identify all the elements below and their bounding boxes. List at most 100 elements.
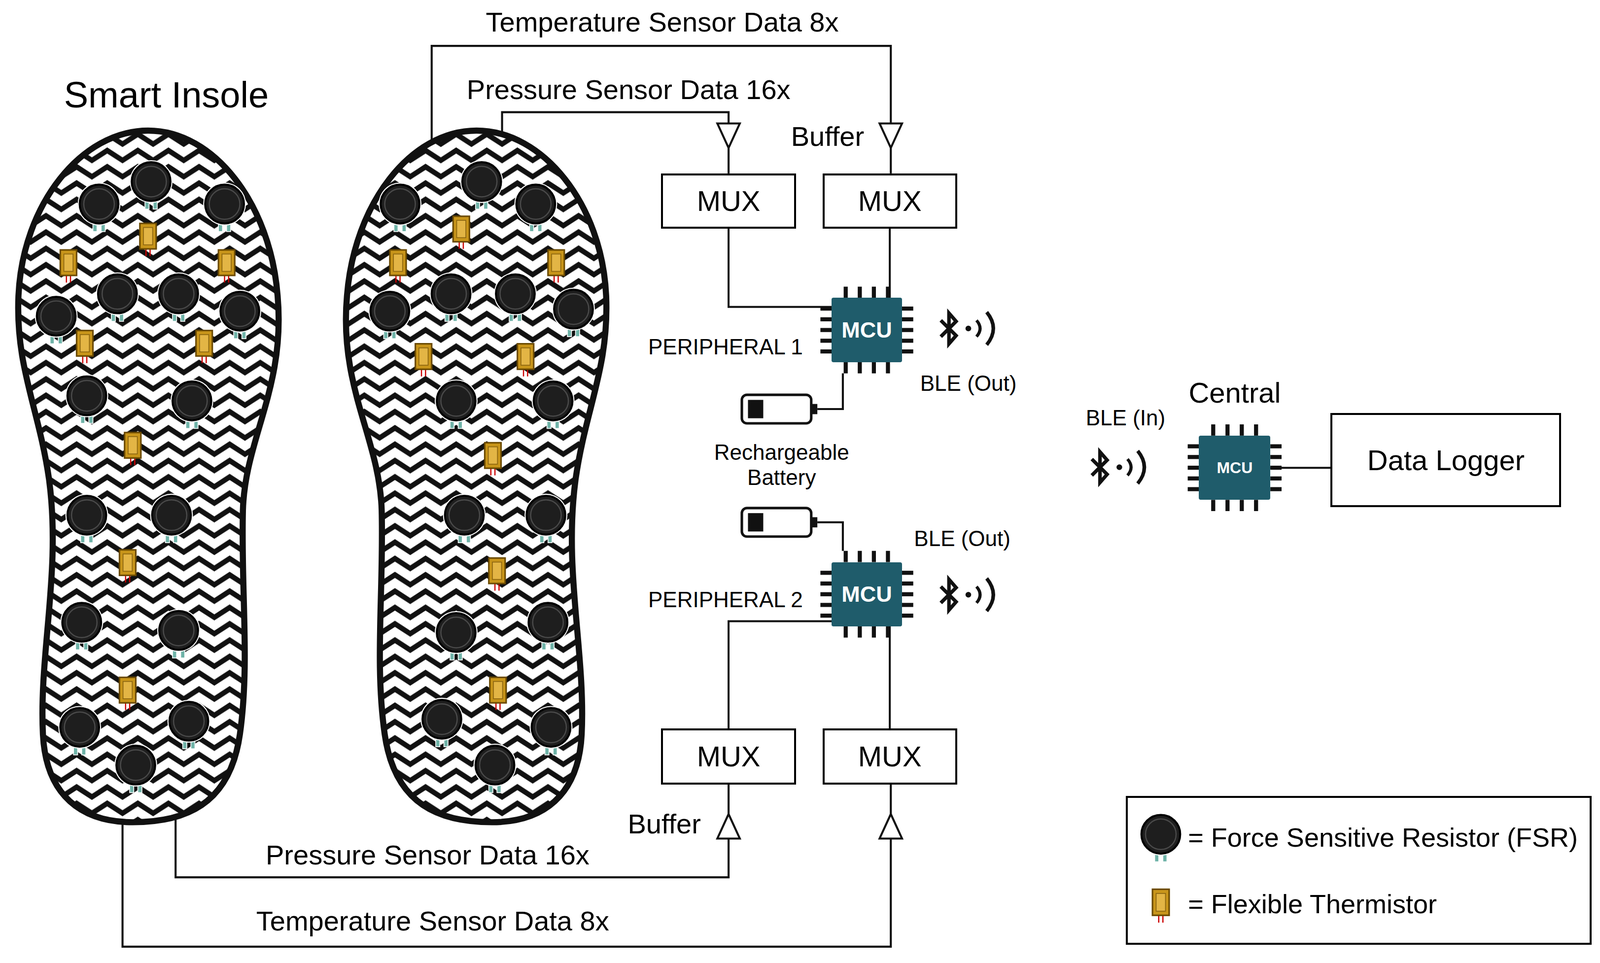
buffer-label: Buffer <box>625 808 703 840</box>
thermistor <box>218 249 235 283</box>
signal-wire <box>817 522 843 552</box>
node-text: MUX <box>858 740 922 773</box>
node-text: MCU <box>841 317 892 343</box>
fsr-sensor <box>65 374 109 424</box>
mux-box: MUX <box>660 173 796 229</box>
mux-box: MUX <box>822 728 958 785</box>
signal-connector <box>728 621 832 729</box>
fsr-sensor <box>460 160 504 209</box>
signal-connector <box>888 228 891 299</box>
thermistor <box>1152 889 1170 923</box>
thermistor <box>196 330 213 364</box>
thermistor <box>119 550 136 583</box>
legend-row: = Force Sensitive Resistor (FSR) <box>1133 803 1578 871</box>
peripheral-label: PERIPHERAL 2 <box>646 587 805 613</box>
fsr-sensor <box>526 600 570 650</box>
fsr-sensor <box>434 611 478 661</box>
fsr-sensor <box>529 705 573 755</box>
thermistor <box>488 557 506 591</box>
fsr-sensor <box>552 287 595 337</box>
thermistor <box>548 249 565 283</box>
fsr-sensor <box>170 379 214 429</box>
insole-border <box>346 130 607 823</box>
fsr-sensor <box>531 379 575 429</box>
insole-outline <box>346 130 607 823</box>
fsr-sensor <box>524 493 568 543</box>
node-text: MCU <box>841 582 892 607</box>
node-text: MCU <box>1216 459 1253 477</box>
mux-box: MUX <box>660 728 796 785</box>
thermistor <box>489 677 507 710</box>
insole-border <box>18 130 279 823</box>
buffer-symbol <box>879 123 903 148</box>
fsr-sensor <box>167 699 211 749</box>
insole-hatch <box>18 130 279 823</box>
buffer-symbol <box>879 814 903 839</box>
mcu-chip: MCU <box>831 297 903 362</box>
thermistor <box>452 216 470 249</box>
fsr-sensor <box>443 493 487 543</box>
signal-label: Pressure Sensor Data 16x <box>263 839 592 871</box>
data-logger-box: Data Logger <box>1330 413 1562 507</box>
fsr-sensor <box>420 697 464 747</box>
fsr-sensor <box>77 182 121 232</box>
node-text: Data Logger <box>1367 444 1525 477</box>
ble-label: BLE (Out) <box>911 526 1013 552</box>
fsr-sensor <box>149 493 193 543</box>
fsr-sensor <box>473 743 517 793</box>
fsr-sensor <box>218 289 262 339</box>
peripheral-label: PERIPHERAL 1 <box>646 334 805 360</box>
node-text: MUX <box>696 185 761 217</box>
signal-wire <box>727 784 730 815</box>
fsr-sensor <box>157 609 201 659</box>
fsr-sensor <box>58 705 102 755</box>
thermistor <box>517 344 534 377</box>
buffer-label: Buffer <box>789 120 867 153</box>
signal-wire <box>727 147 730 174</box>
legend-box: = Force Sensitive Resistor (FSR)= Flexib… <box>1125 796 1592 945</box>
legend-row: = Flexible Thermistor <box>1133 870 1578 938</box>
signal-wire <box>889 147 892 174</box>
fsr-sensor <box>129 160 173 209</box>
battery-label: Rechargeable Battery <box>698 440 866 490</box>
thermistor <box>124 432 141 466</box>
bluetooth-symbol <box>940 578 994 612</box>
fsr-sensor <box>378 182 422 232</box>
signal-connector <box>888 626 891 729</box>
fsr-sensor <box>434 379 478 429</box>
ble-label: BLE (In) <box>1083 405 1168 431</box>
fsr-sensor <box>514 182 557 232</box>
bluetooth-symbol <box>1091 451 1145 484</box>
node-text: MUX <box>858 185 922 217</box>
fsr-sensor <box>493 272 537 322</box>
fsr-sample <box>1133 807 1188 868</box>
signal-wire <box>817 373 843 410</box>
signal-wire <box>889 784 892 815</box>
chip-pins <box>820 286 1282 638</box>
fsr-sensor <box>157 272 201 322</box>
signal-connector <box>728 228 832 308</box>
bluetooth-symbol <box>940 312 994 345</box>
signal-connector <box>1270 466 1331 469</box>
insole-title: Smart Insole <box>62 73 271 116</box>
central-label: Central <box>1186 376 1283 410</box>
thermistor <box>139 223 157 256</box>
thermistor <box>484 442 501 476</box>
battery-symbol <box>741 394 818 424</box>
thermistor <box>389 249 407 283</box>
insole-hatch <box>346 130 607 823</box>
fsr-sensor <box>429 272 473 322</box>
fsr-sensor <box>65 493 109 543</box>
signal-label: Temperature Sensor Data 8x <box>254 905 612 938</box>
buffer-symbol <box>717 814 740 839</box>
fsr-sensor <box>114 743 158 793</box>
fsr-sensor <box>34 294 78 344</box>
signal-label: Pressure Sensor Data 16x <box>464 73 793 106</box>
signal-wire <box>502 112 730 154</box>
fsr-sensor <box>203 182 246 232</box>
thermistor <box>119 677 136 710</box>
insole-outline <box>18 130 279 823</box>
fsr-sensor <box>1139 812 1183 862</box>
mcu-chip: MCU <box>831 562 903 627</box>
